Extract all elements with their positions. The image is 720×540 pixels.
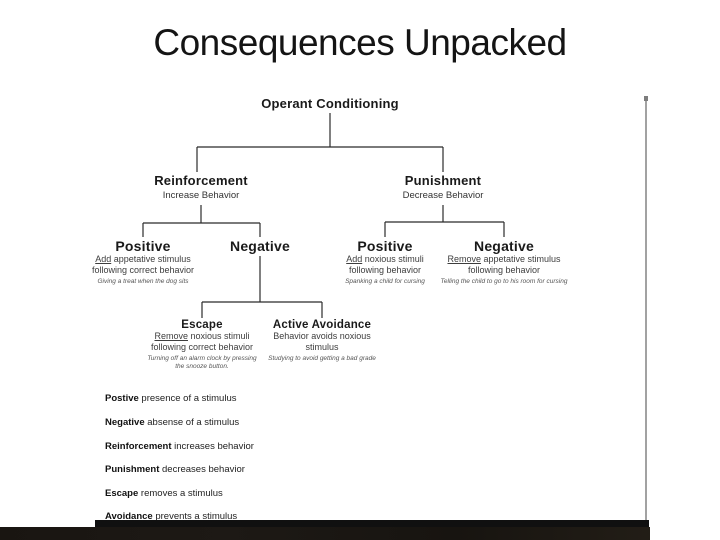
- node-label: Reinforcement: [154, 173, 248, 188]
- node-detail-line2: following behavior: [348, 265, 422, 275]
- definition-avoidance: Avoidance prevents a stimulus: [105, 511, 238, 522]
- node-positive-punishment: Positive Add noxious stimuli following b…: [320, 238, 450, 286]
- definition-punishment: Punishment decreases behavior: [105, 464, 245, 475]
- node-label: Punishment: [404, 173, 482, 188]
- node-example: Studying to avoid getting a bad grade: [268, 355, 376, 362]
- node-negative-reinforcement: Negative: [195, 238, 325, 254]
- definition-reinforcement: Reinforcement increases behavior: [105, 441, 254, 452]
- node-negative-punishment: Negative Remove appetative stimulus foll…: [434, 238, 574, 286]
- definition-negative: Negative absense of a stimulus: [105, 417, 240, 428]
- node-active-avoidance: Active Avoidance Behavior avoids noxious…: [262, 319, 382, 363]
- image-bottom-border: [95, 520, 649, 527]
- node-detail-line2: following correct behavior: [150, 342, 254, 352]
- node-label: Negative: [230, 238, 290, 254]
- node-detail-line1: Behavior avoids noxious: [273, 331, 371, 341]
- node-positive-reinforcement: Positive Add appetative stimulus followi…: [78, 238, 208, 286]
- node-example: Spanking a child for cursing: [345, 278, 425, 285]
- node-detail-line1: Remove appetative stimulus: [447, 254, 561, 264]
- definition-escape: Escape removes a stimulus: [105, 488, 223, 499]
- definition-postive: Postive presence of a stimulus: [105, 393, 237, 404]
- node-label: Active Avoidance: [272, 319, 372, 331]
- node-example: Turning off an alarm clock by pressing t…: [147, 355, 257, 370]
- node-label: Escape: [181, 319, 223, 331]
- slide-title: Consequences Unpacked: [153, 22, 567, 63]
- image-right-border-cap: [644, 96, 648, 101]
- node-sublabel: Increase Behavior: [162, 190, 240, 201]
- node-detail-line2: stimulus: [305, 342, 339, 352]
- photo-dark-edge: [0, 527, 650, 540]
- node-detail-line1: Add noxious stimuli: [346, 254, 424, 264]
- node-escape: Escape Remove noxious stimuli following …: [142, 319, 262, 371]
- node-label: Positive: [115, 238, 171, 254]
- node-detail-line1: Add appetative stimulus: [95, 254, 191, 264]
- node-example: Telling the child to go to his room for …: [440, 278, 568, 285]
- node-detail-line2: following correct behavior: [91, 265, 195, 275]
- node-sublabel: Decrease Behavior: [402, 190, 484, 201]
- node-label: Operant Conditioning: [261, 96, 399, 111]
- node-reinforcement: Reinforcement Increase Behavior: [126, 173, 276, 201]
- node-label: Positive: [357, 238, 413, 254]
- node-detail-line2: following behavior: [467, 265, 541, 275]
- operant-conditioning-diagram: Operant Conditioning Reinforcement Incre…: [92, 85, 648, 528]
- node-operant-conditioning: Operant Conditioning: [250, 96, 410, 111]
- node-example: Giving a treat when the dog sits: [97, 278, 189, 285]
- image-right-border: [645, 96, 647, 521]
- tree-connector-lines: [142, 113, 505, 318]
- node-detail-line1: Remove noxious stimuli: [154, 331, 250, 341]
- node-punishment: Punishment Decrease Behavior: [368, 173, 518, 201]
- node-label: Negative: [474, 238, 534, 254]
